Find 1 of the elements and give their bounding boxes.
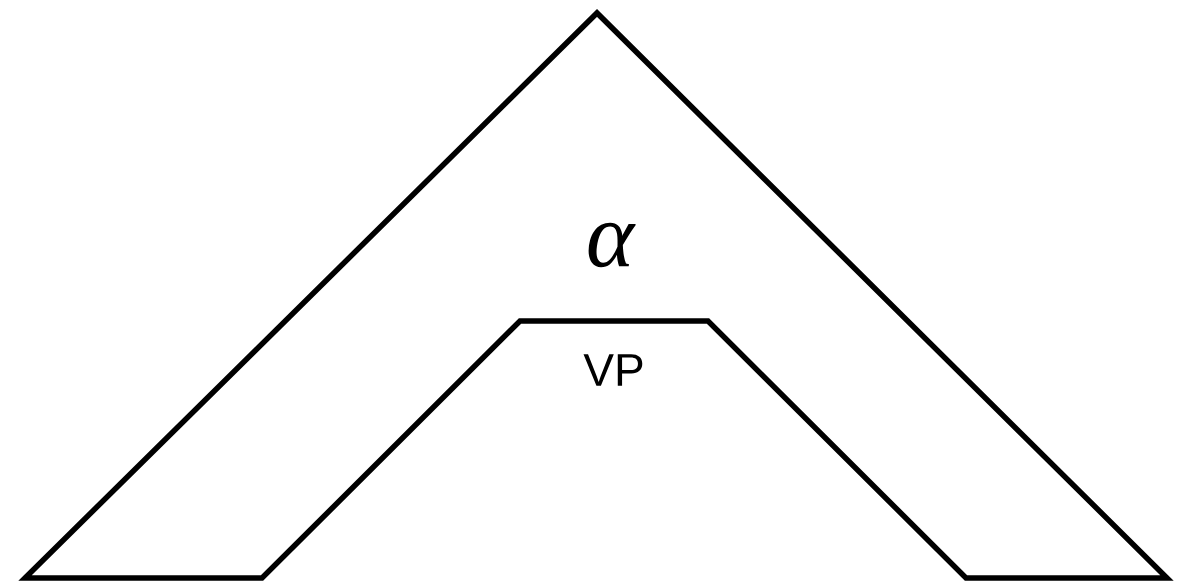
phrase-label: VP xyxy=(583,354,643,386)
